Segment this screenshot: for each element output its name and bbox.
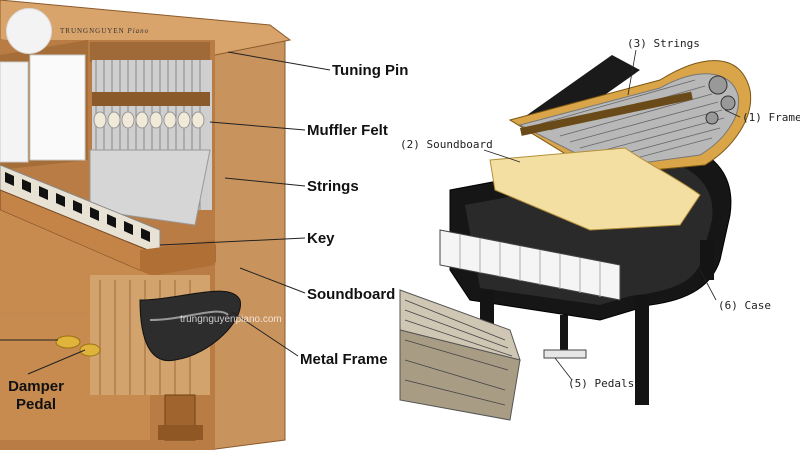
watermark: trungnguyenpiano.com xyxy=(180,314,282,325)
label-grand-pedals: (5) Pedals xyxy=(568,377,635,390)
label-grand-soundboard: (2) Soundboard xyxy=(400,138,493,151)
upright-piano-illustration xyxy=(0,0,292,450)
label-key: Key xyxy=(307,230,335,247)
brand-logo-text: TRUNGNGUYEN Piano xyxy=(60,27,150,35)
grand-piano-illustration xyxy=(399,55,752,421)
upright-leader-lines xyxy=(0,51,331,375)
label-muffler-felt: Muffler Felt xyxy=(307,122,388,139)
grand-leader-lines xyxy=(483,49,741,381)
label-grand-frame: (1) Frame xyxy=(742,111,800,124)
label-strings: Strings xyxy=(307,178,359,195)
label-grand-strings: (3) Strings xyxy=(627,37,700,50)
label-soundboard: Soundboard xyxy=(307,286,396,303)
label-tuning-pin: Tuning Pin xyxy=(332,62,409,79)
label-metal-frame: Metal Frame xyxy=(300,351,388,368)
brand-logo xyxy=(6,8,52,54)
label-damper-pedal: Damper Pedal xyxy=(8,378,64,413)
label-grand-case: (6) Case xyxy=(718,299,771,312)
